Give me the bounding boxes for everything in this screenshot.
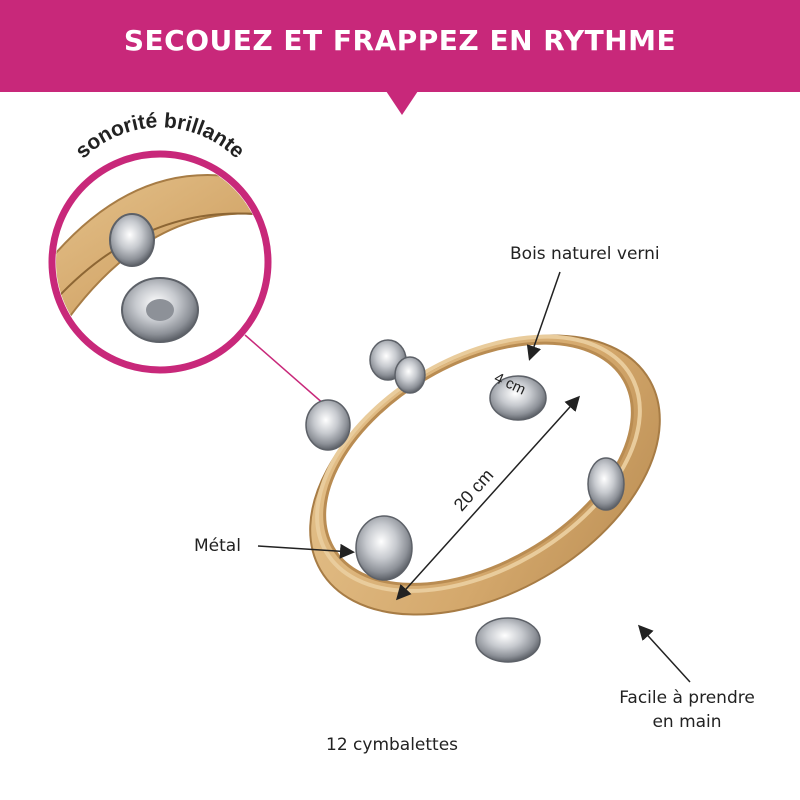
header-banner (0, 0, 800, 92)
cymbals-label: 12 cymbalettes (326, 735, 459, 755)
jingle-icon (394, 356, 426, 394)
jingle-icon (305, 399, 351, 451)
grip-label-line2: en main (652, 712, 722, 732)
jingle-icon (355, 515, 413, 581)
zoom-connector-line (244, 334, 326, 406)
zoom-callout (48, 150, 272, 374)
metal-arrow (257, 543, 355, 559)
jingle-icon (475, 617, 541, 663)
zoom-jingle-back (109, 213, 155, 267)
zoom-content (56, 158, 264, 366)
grip-label: Facile à prendre en main (602, 688, 772, 732)
wood-label: Bois naturel verni (510, 244, 660, 264)
jingle-icon (587, 457, 625, 511)
grip-label-line1: Facile à prendre (619, 688, 755, 708)
banner-pointer (386, 91, 418, 115)
metal-label: Métal (194, 536, 241, 556)
wood-arrow (526, 271, 561, 361)
diameter-arrow (395, 395, 581, 601)
banner-title: SECOUEZ ET FRAPPEZ EN RYTHME (123, 24, 677, 57)
grip-arrow (637, 624, 691, 683)
